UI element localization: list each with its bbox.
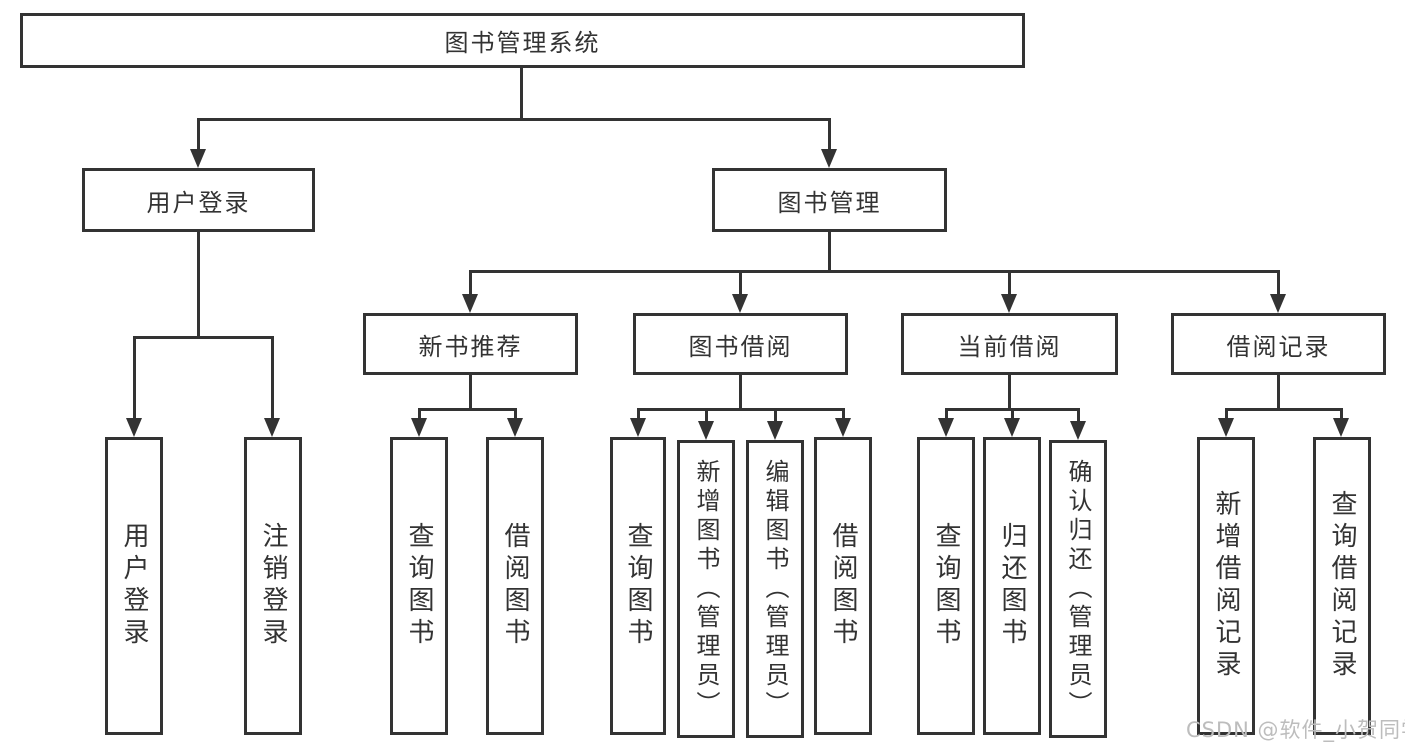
connector-line: [1008, 375, 1011, 408]
arrow-down-icon: [1001, 294, 1017, 313]
node-new-book-recommend-label: 新书推荐: [418, 332, 523, 361]
connector-line: [739, 375, 742, 408]
connector-line: [705, 408, 708, 422]
arrow-down-icon: [1070, 421, 1086, 440]
node-leaf-add-books-admin-label: 新增图书（管理员）: [692, 458, 720, 720]
connector-line: [197, 118, 830, 121]
arrow-down-icon: [507, 418, 523, 437]
node-new-book-recommend: 新书推荐: [363, 313, 578, 375]
arrow-down-icon: [732, 294, 748, 313]
connector-line: [418, 408, 421, 419]
node-leaf-edit-books-admin-label: 编辑图书（管理员）: [761, 458, 789, 720]
node-leaf-confirm-return-admin-label: 确认归还（管理员）: [1064, 458, 1092, 720]
node-leaf-borrow-books-recommend: 借阅图书: [486, 437, 544, 735]
connector-line: [469, 270, 472, 294]
connector-line: [133, 336, 274, 339]
node-leaf-return-books-label: 归还图书: [997, 522, 1027, 650]
connector-line: [637, 408, 844, 411]
arrow-down-icon: [411, 418, 427, 437]
node-leaf-confirm-return-admin: 确认归还（管理员）: [1049, 440, 1107, 738]
connector-line: [514, 408, 517, 419]
arrow-down-icon: [767, 421, 783, 440]
arrow-down-icon: [1004, 418, 1020, 437]
connector-line: [637, 408, 640, 419]
node-user-login: 用户登录: [82, 168, 315, 232]
arrow-down-icon: [126, 418, 142, 437]
connector-line: [1340, 408, 1343, 419]
connector-line: [1277, 270, 1280, 294]
arrow-down-icon: [630, 418, 646, 437]
node-leaf-borrow-books-recommend-label: 借阅图书: [500, 522, 530, 650]
node-leaf-query-books-current: 查询图书: [917, 437, 975, 735]
arrow-down-icon: [190, 149, 206, 168]
arrow-down-icon: [264, 418, 280, 437]
node-leaf-user-login-action: 用户登录: [105, 437, 163, 735]
node-borrow-records-label: 借阅记录: [1226, 332, 1331, 361]
node-current-borrow-label: 当前借阅: [957, 332, 1062, 361]
connector-line: [945, 408, 948, 419]
node-leaf-add-books-admin: 新增图书（管理员）: [677, 440, 735, 738]
node-current-borrow: 当前借阅: [901, 313, 1118, 375]
arrow-down-icon: [1270, 294, 1286, 313]
node-leaf-query-books-current-label: 查询图书: [931, 522, 961, 650]
connector-line: [1008, 270, 1011, 294]
connector-line: [828, 232, 831, 270]
node-borrow-records: 借阅记录: [1171, 313, 1386, 375]
node-leaf-logout: 注销登录: [244, 437, 302, 735]
node-leaf-return-books: 归还图书: [983, 437, 1041, 735]
node-leaf-borrow-books-label: 借阅图书: [828, 522, 858, 650]
connector-line: [828, 118, 831, 150]
arrow-down-icon: [1218, 418, 1234, 437]
node-user-login-label: 用户登录: [146, 188, 251, 217]
connector-line: [133, 336, 136, 419]
node-leaf-query-books-borrow-label: 查询图书: [623, 522, 653, 650]
connector-line: [1011, 408, 1014, 419]
connector-line: [469, 270, 1280, 273]
arrow-down-icon: [1333, 418, 1349, 437]
arrow-down-icon: [698, 421, 714, 440]
arrow-down-icon: [821, 149, 837, 168]
connector-line: [842, 408, 845, 419]
csdn-watermark: CSDN @软件_小贺同学: [1186, 718, 1405, 742]
node-book-management-label: 图书管理: [777, 188, 882, 217]
arrow-down-icon: [462, 294, 478, 313]
node-leaf-query-borrow-record: 查询借阅记录: [1313, 437, 1371, 735]
connector-line: [1277, 375, 1280, 408]
node-leaf-borrow-books: 借阅图书: [814, 437, 872, 735]
connector-line: [197, 232, 200, 336]
node-book-management: 图书管理: [712, 168, 947, 232]
node-leaf-edit-books-admin: 编辑图书（管理员）: [746, 440, 804, 738]
node-leaf-query-borrow-record-label: 查询借阅记录: [1327, 490, 1357, 682]
connector-line: [271, 336, 274, 419]
node-leaf-query-books-recommend-label: 查询图书: [404, 522, 434, 650]
node-leaf-query-books-recommend: 查询图书: [390, 437, 448, 735]
node-leaf-logout-label: 注销登录: [258, 522, 288, 650]
node-leaf-query-books-borrow: 查询图书: [610, 437, 666, 735]
node-book-borrow: 图书借阅: [633, 313, 848, 375]
connector-line: [197, 118, 200, 150]
node-root-label: 图书管理系统: [444, 29, 601, 57]
node-book-borrow-label: 图书借阅: [688, 332, 793, 361]
connector-line: [418, 408, 516, 411]
arrow-down-icon: [938, 418, 954, 437]
connector-line: [520, 68, 523, 118]
arrow-down-icon: [835, 418, 851, 437]
connector-line: [774, 408, 777, 422]
connector-line: [1225, 408, 1228, 419]
connector-line: [469, 375, 472, 408]
node-root: 图书管理系统: [20, 13, 1025, 68]
node-leaf-add-borrow-record-label: 新增借阅记录: [1211, 490, 1241, 682]
node-leaf-add-borrow-record: 新增借阅记录: [1197, 437, 1255, 735]
node-leaf-user-login-action-label: 用户登录: [119, 522, 149, 650]
connector-line: [1077, 408, 1080, 422]
connector-line: [739, 270, 742, 294]
connector-line: [1225, 408, 1343, 411]
